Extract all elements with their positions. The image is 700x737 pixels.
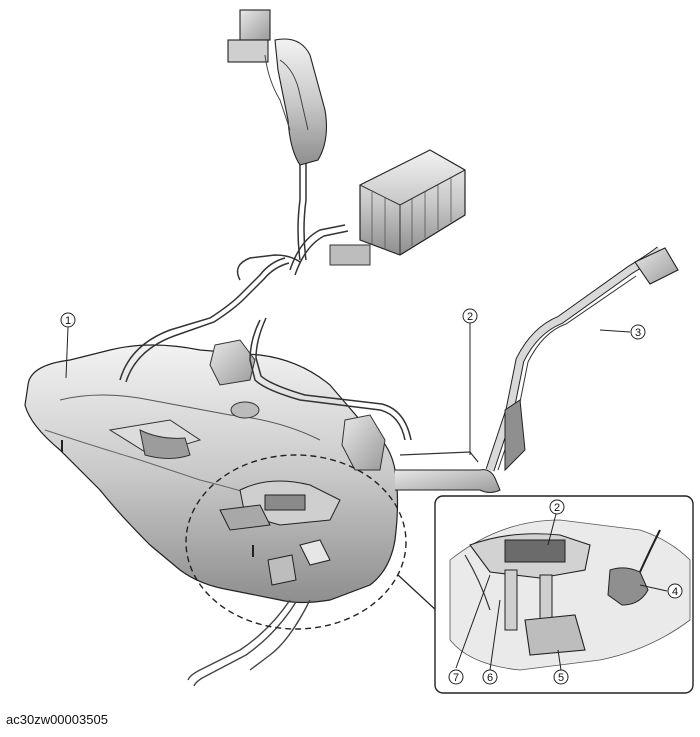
callout-7: 7 [448,669,464,685]
callout-4: 4 [667,583,683,599]
figure-id: ac30zw00003505 [6,712,108,727]
fuel-tank [24,339,399,604]
svg-text:5: 5 [558,672,564,684]
svg-text:3: 3 [635,327,641,339]
charcoal-canister [329,149,466,266]
callout-2-detail: 2 [549,499,565,515]
svg-text:2: 2 [554,502,560,514]
svg-text:1: 1 [65,315,71,327]
pump-in-tank [219,480,341,586]
callout-leaders [65,323,668,671]
filler-pipe [395,246,679,493]
svg-text:6: 6 [487,672,493,684]
callout-6: 6 [482,669,498,685]
callout-5: 5 [553,669,569,685]
callout-2: 2 [462,308,478,324]
callout-3: 3 [630,324,646,340]
upper-valve-assembly [227,9,327,166]
svg-text:7: 7 [453,672,459,684]
svg-text:2: 2 [467,311,473,323]
detail-leader-line [397,574,439,613]
svg-text:4: 4 [672,586,678,598]
callout-1: 1 [60,312,76,328]
detail-highlight-circle [185,454,407,630]
lower-lines [187,599,311,687]
detail-inset [434,495,694,694]
